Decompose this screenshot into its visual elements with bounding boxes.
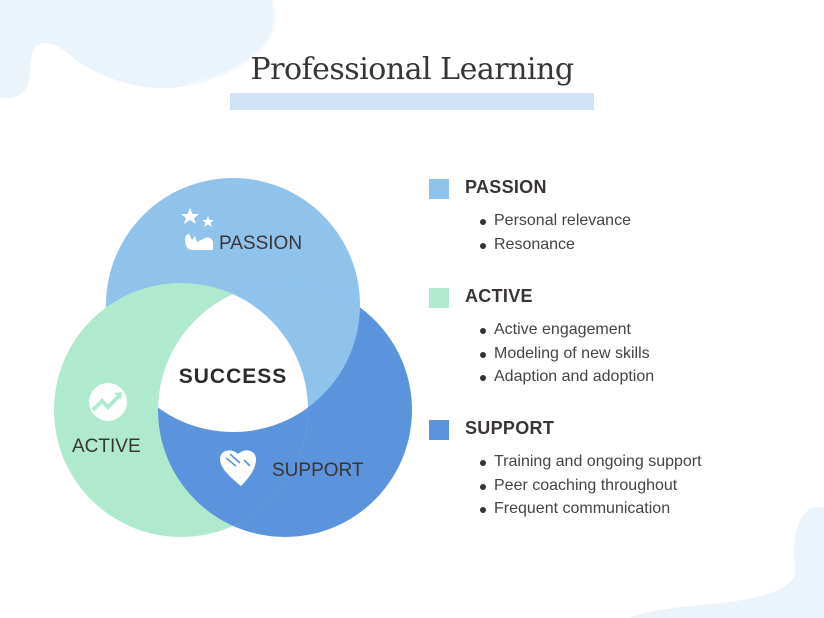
legend-heading: ACTIVE — [465, 286, 533, 306]
legend-list: Training and ongoing support Peer coachi… — [477, 450, 702, 521]
active-swatch — [429, 288, 449, 308]
page-title: Professional Learning — [250, 52, 574, 87]
list-item: Personal relevance — [477, 209, 631, 233]
trending-up-icon — [89, 383, 127, 421]
passion-label: PASSION — [219, 233, 302, 254]
active-label: ACTIVE — [72, 436, 141, 457]
list-item: Resonance — [477, 233, 631, 257]
title-underline-bar — [230, 93, 594, 110]
legend-heading: PASSION — [465, 177, 547, 197]
list-item: Peer coaching throughout — [477, 474, 702, 498]
success-label: SUCCESS — [179, 365, 288, 388]
support-swatch — [429, 420, 449, 440]
heart-hands-icon — [220, 450, 256, 486]
legend-list: Personal relevance Resonance — [477, 209, 631, 256]
legend-list: Active engagement Modeling of new skills… — [477, 318, 654, 389]
legend-heading: SUPPORT — [465, 418, 555, 438]
list-item: Training and ongoing support — [477, 450, 702, 474]
list-item: Modeling of new skills — [477, 342, 654, 366]
passion-swatch — [429, 179, 449, 199]
list-item: Active engagement — [477, 318, 654, 342]
list-item: Frequent communication — [477, 497, 702, 521]
list-item: Adaption and adoption — [477, 365, 654, 389]
support-label: SUPPORT — [272, 460, 364, 481]
hand-stars-icon — [181, 208, 214, 250]
